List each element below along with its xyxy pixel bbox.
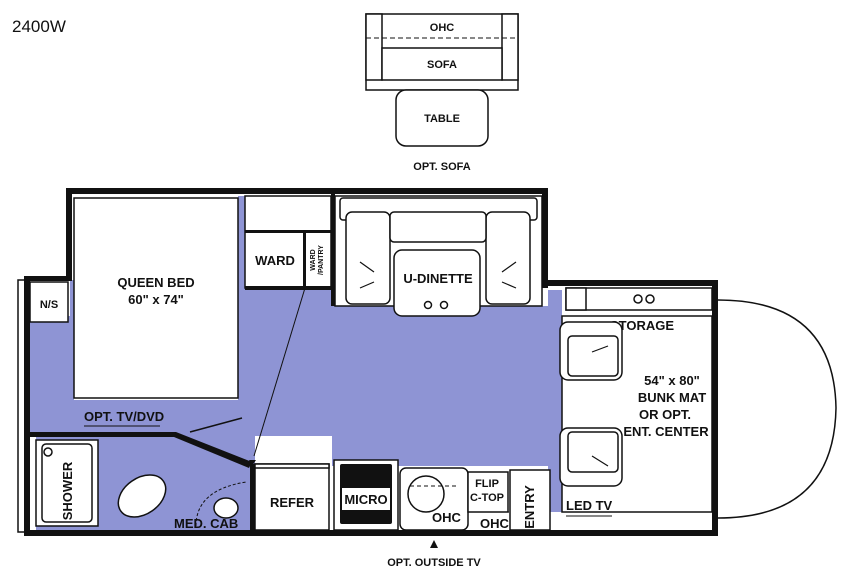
- table-leg-right: [439, 300, 449, 310]
- nightstand: [29, 281, 69, 323]
- entry-step: [509, 469, 551, 531]
- dinette-wall-left: [331, 194, 335, 306]
- optional-sofa-inset: OHC SOFA TABLE OPT. SOFA: [365, 13, 519, 173]
- refrigerator-top: [254, 463, 330, 469]
- sofa-arm-left: [365, 13, 383, 81]
- bunk-label-1: 54" x 80": [644, 373, 700, 388]
- opt-sofa-caption: OPT. SOFA: [413, 161, 471, 173]
- bathroom: SHOWER MED. CAB: [30, 417, 255, 532]
- dinette-seat-left: [345, 211, 391, 305]
- bath-sink: [213, 497, 239, 519]
- sofa-table: [395, 89, 489, 147]
- sofa-cushion: [381, 47, 503, 81]
- wall-bottom: [24, 530, 718, 536]
- sofa-label: SOFA: [427, 59, 457, 71]
- cab-seat-upper-belt: [591, 345, 609, 353]
- dinette-seat-back: [389, 211, 487, 243]
- bath-door: [189, 417, 243, 433]
- galley-sink: [407, 475, 445, 513]
- sofa-table-label: TABLE: [424, 113, 460, 125]
- wall-rear: [24, 280, 30, 534]
- pointer-line: [253, 287, 306, 457]
- pointer-arrow: [249, 460, 256, 466]
- cab-outline: [717, 299, 837, 519]
- dinette-table: [393, 249, 481, 317]
- shower-label: SHOWER: [60, 461, 75, 520]
- wardrobe-bottom-wall: [245, 286, 331, 290]
- bunk-label-4: ENT. CENTER: [623, 424, 709, 439]
- opt-tv-dvd-label: OPT. TV/DVD: [84, 409, 164, 424]
- wall-ns-top: [24, 276, 72, 281]
- ward-label: WARD: [255, 253, 295, 268]
- micro-label-bg: [342, 488, 390, 510]
- led-tv-label: LED TV: [566, 498, 613, 513]
- refrigerator: [254, 463, 330, 531]
- c-top-label: C-TOP: [470, 492, 504, 504]
- bath-right-wall: [250, 464, 255, 532]
- opt-outside-tv-label: OPT. OUTSIDE TV: [387, 557, 481, 569]
- front-cabinet-end: [565, 287, 587, 311]
- wardrobe-shelf: [245, 230, 331, 233]
- sink-counter: [195, 481, 247, 527]
- wall-top-left: [66, 188, 72, 278]
- kitchen: REFER MICRO OHC FLIP C-TOP OHC ENTRY: [254, 459, 551, 531]
- seatbelt-right-b: [501, 281, 517, 289]
- table-leg-left: [423, 300, 433, 310]
- outside-tv-arrow: [430, 540, 438, 548]
- cab-seat-lower-cushion: [567, 431, 619, 473]
- sofa-arm-right: [501, 13, 519, 81]
- wall-front-top: [542, 280, 718, 286]
- bath-top-wall: [30, 432, 176, 437]
- entry-label: ENTRY: [522, 485, 537, 529]
- shower-drain: [43, 447, 53, 457]
- queen-bed-size: 60" x 74": [128, 292, 184, 307]
- seatbelt-left-a: [359, 261, 375, 273]
- cab-seat-upper-cushion: [567, 335, 619, 377]
- storage-label: STORAGE: [610, 318, 674, 333]
- seatbelt-left-b: [359, 281, 375, 289]
- seatbelt-right-a: [501, 261, 517, 273]
- wall-slide-right: [542, 188, 548, 288]
- shower-pan: [41, 443, 93, 523]
- wardrobe-divider: [303, 230, 306, 288]
- ward-pantry-label-1: WARD: [310, 249, 317, 270]
- u-dinette-label: U-DINETTE: [403, 271, 473, 286]
- ohc-kitchen-label: OHC: [432, 510, 462, 525]
- knob-b: [645, 294, 655, 304]
- dinette-seat-right: [485, 211, 531, 305]
- ohc-entry-label: OHC: [480, 516, 510, 531]
- knob-a: [633, 294, 643, 304]
- exterior-walls: [17, 188, 718, 536]
- med-cab-label: MED. CAB: [174, 516, 238, 531]
- model-name: 2400W: [12, 17, 66, 36]
- bunk-label-3: OR OPT.: [639, 407, 691, 422]
- u-dinette: U-DINETTE: [331, 194, 543, 317]
- queen-bed: [73, 197, 239, 399]
- queen-bed-label: QUEEN BED: [117, 275, 194, 290]
- refer-label: REFER: [270, 495, 315, 510]
- bath-angled-wall: [174, 432, 252, 468]
- ns-label: N/S: [40, 299, 58, 311]
- cab-seat-lower-belt: [591, 455, 609, 467]
- micro-label: MICRO: [344, 492, 387, 507]
- bunk-label-2: BUNK MAT: [638, 390, 706, 405]
- wall-top: [66, 188, 548, 194]
- wall-front: [712, 280, 718, 536]
- sofa-ohc-label: OHC: [430, 22, 455, 34]
- flip-label: FLIP: [475, 478, 499, 490]
- toilet: [117, 474, 167, 518]
- ward-pantry-label-2: /PANTRY: [318, 245, 325, 275]
